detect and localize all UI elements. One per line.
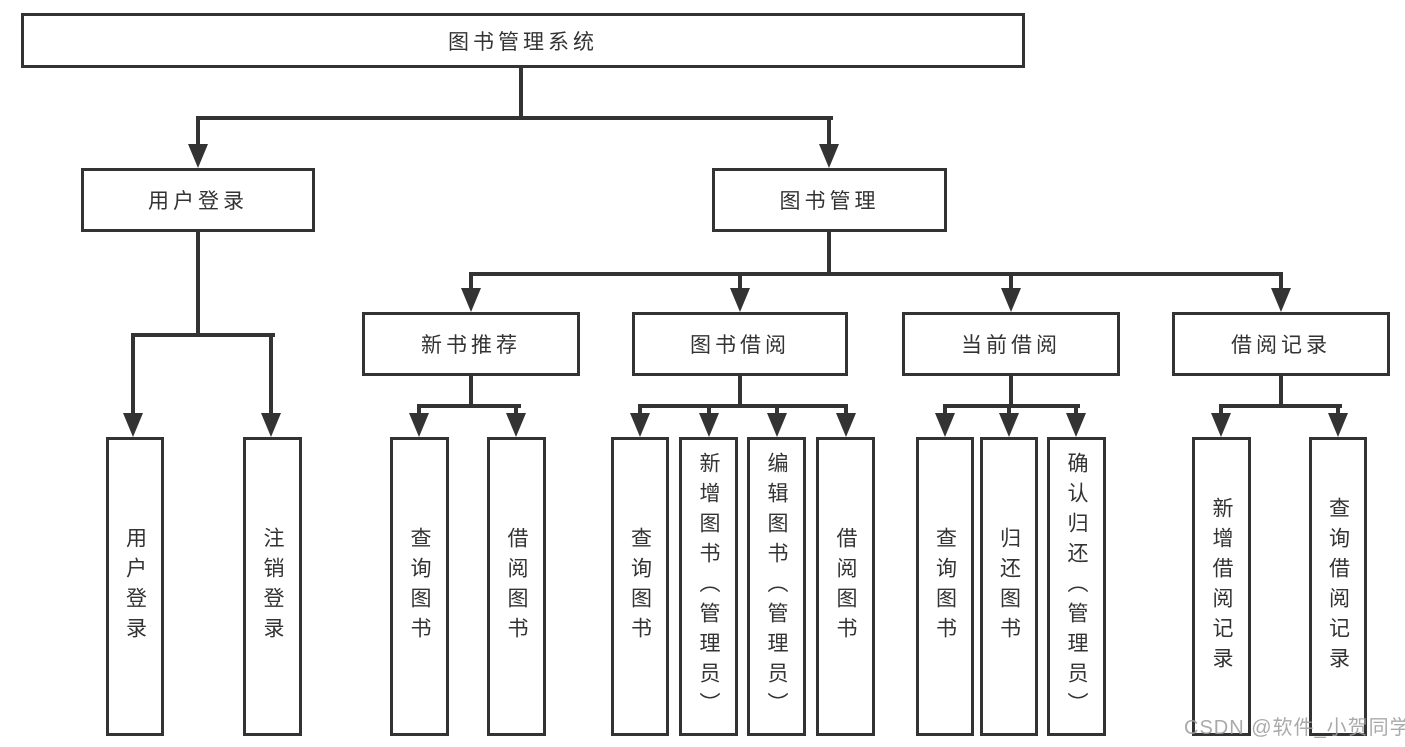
arrow-down-icon	[630, 413, 650, 437]
node-current-borrowing: 当前借阅	[902, 312, 1120, 376]
connector-line	[943, 404, 947, 416]
node-system-root: 图书管理系统	[21, 13, 1025, 68]
connector-line	[707, 404, 711, 416]
connector-line	[131, 333, 275, 337]
connector-line	[1279, 376, 1283, 408]
connector-line	[775, 404, 779, 416]
connector-line	[519, 66, 523, 120]
node-label: 用户登录	[148, 190, 248, 213]
connector-line	[827, 116, 831, 146]
arrow-down-icon	[1066, 413, 1086, 437]
connector-line	[827, 232, 831, 276]
node-label: 图书管理系统	[448, 30, 598, 54]
connector-line	[131, 333, 135, 415]
connector-line	[638, 404, 848, 408]
arrow-down-icon	[188, 144, 208, 168]
arrow-down-icon	[730, 288, 750, 312]
connector-line	[469, 272, 473, 290]
node-label: 查询图书	[933, 526, 957, 647]
leaf-edit-book-admin: 编辑图书（管理员）	[747, 437, 806, 736]
connector-line	[514, 404, 518, 416]
node-label: 新增图书（管理员）	[697, 451, 720, 722]
node-label: 归还图书	[997, 526, 1021, 647]
arrow-down-icon	[1001, 288, 1021, 312]
connector-line	[1219, 404, 1223, 416]
leaf-query-books-borrowing: 查询图书	[611, 437, 669, 736]
arrow-down-icon	[461, 288, 481, 312]
connector-line	[844, 404, 848, 416]
arrow-down-icon	[506, 413, 526, 437]
connector-line	[196, 116, 833, 120]
node-label: 查询图书	[408, 526, 431, 647]
arrow-down-icon	[409, 413, 429, 437]
connector-line	[196, 232, 200, 337]
connector-line	[638, 404, 642, 416]
connector-line	[943, 404, 1080, 408]
watermark-text: CSDN @软件_小贺同学	[1184, 717, 1405, 739]
connector-line	[1336, 404, 1340, 416]
connector-line	[417, 404, 421, 416]
arrow-down-icon	[123, 413, 143, 437]
node-label: 用户登录	[123, 526, 147, 647]
node-label: 查询图书	[628, 526, 652, 647]
node-label: 图书借阅	[690, 334, 790, 357]
node-label: 当前借阅	[961, 334, 1061, 357]
connector-line	[738, 376, 742, 408]
node-book-management: 图书管理	[712, 168, 947, 232]
node-user-login: 用户登录	[81, 168, 315, 232]
leaf-logout: 注销登录	[243, 437, 302, 736]
arrow-down-icon	[261, 413, 281, 437]
arrow-down-icon	[699, 413, 719, 437]
leaf-user-login: 用户登录	[106, 437, 164, 736]
node-label: 查询借阅记录	[1326, 496, 1350, 677]
leaf-add-borrow-record: 新增借阅记录	[1192, 437, 1251, 736]
arrow-down-icon	[1271, 288, 1291, 312]
arrow-down-icon	[935, 413, 955, 437]
leaf-borrow-books-borrowing: 借阅图书	[816, 437, 875, 736]
arrow-down-icon	[819, 144, 839, 168]
connector-line	[269, 333, 273, 415]
connector-line	[1007, 404, 1011, 416]
arrow-down-icon	[1211, 413, 1231, 437]
arrow-down-icon	[836, 413, 856, 437]
node-label: 新增借阅记录	[1210, 496, 1233, 677]
node-label: 新书推荐	[421, 334, 521, 357]
node-book-borrowing: 图书借阅	[632, 312, 848, 376]
connector-line	[417, 404, 521, 408]
leaf-query-books-recommend: 查询图书	[390, 437, 449, 736]
node-label: 编辑图书（管理员）	[765, 451, 788, 722]
connector-line	[196, 116, 200, 146]
arrow-down-icon	[999, 413, 1019, 437]
leaf-query-books-current: 查询图书	[916, 437, 974, 736]
connector-line	[1219, 404, 1342, 408]
leaf-add-book-admin: 新增图书（管理员）	[679, 437, 738, 736]
leaf-borrow-books-recommend: 借阅图书	[487, 437, 546, 736]
leaf-confirm-return-admin: 确认归还（管理员）	[1047, 437, 1106, 736]
leaf-return-books: 归还图书	[980, 437, 1038, 736]
node-new-book-recommend: 新书推荐	[362, 312, 580, 376]
connector-line	[1279, 272, 1283, 290]
arrow-down-icon	[1328, 413, 1348, 437]
node-label: 确认归还（管理员）	[1065, 451, 1088, 722]
connector-line	[738, 272, 742, 290]
node-borrowing-records: 借阅记录	[1172, 312, 1390, 376]
node-label: 借阅图书	[505, 526, 528, 647]
connector-line	[1009, 272, 1013, 290]
connector-line	[469, 272, 1283, 276]
node-label: 注销登录	[261, 526, 284, 647]
node-label: 借阅图书	[834, 526, 857, 647]
node-label: 图书管理	[779, 190, 880, 213]
connector-line	[1074, 404, 1078, 416]
connector-line	[469, 376, 473, 408]
connector-line	[1009, 376, 1013, 408]
node-label: 借阅记录	[1231, 334, 1331, 357]
arrow-down-icon	[767, 413, 787, 437]
leaf-query-borrow-record: 查询借阅记录	[1309, 437, 1367, 736]
